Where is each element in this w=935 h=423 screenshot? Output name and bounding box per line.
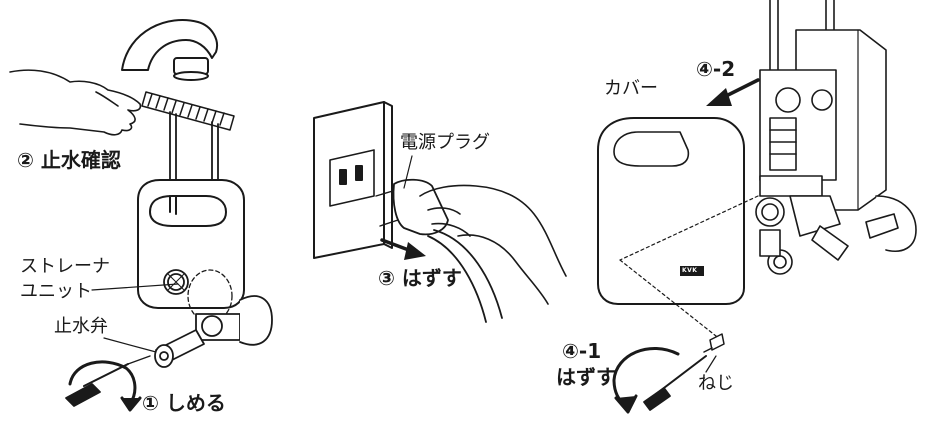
sensor-unit-body xyxy=(137,179,245,309)
screw-icon xyxy=(703,333,725,353)
stop-check-label: ② 止水確認 xyxy=(17,148,121,172)
screwdriver-icon-2 xyxy=(643,355,707,411)
hand-icon xyxy=(9,69,142,136)
water-stopped-hatch xyxy=(141,91,235,131)
power-plug-label: 電源プラグ xyxy=(400,132,490,153)
cover-label: カバー xyxy=(604,78,658,99)
cover-icon xyxy=(597,117,745,305)
leader-lines xyxy=(91,283,179,353)
screw-label: ねじ xyxy=(698,373,734,394)
unplug-label: ③ はずす xyxy=(378,266,462,290)
faucet-spout xyxy=(121,19,218,81)
valve-assembly xyxy=(154,269,273,368)
screw-label-leader xyxy=(705,355,717,373)
unplug-arrow-icon xyxy=(380,238,426,260)
brand-mark: KVK xyxy=(682,267,698,274)
power-plug-icon xyxy=(375,178,503,323)
strainer-unit-label-line1: ストレーナ xyxy=(20,256,110,277)
wall-outlet xyxy=(313,101,393,259)
dotted-guides xyxy=(619,195,759,337)
stop-valve-label: 止水弁 xyxy=(54,316,108,337)
step-4-1-label: ④-1 xyxy=(562,339,602,363)
rotate-arrow-icon-2 xyxy=(612,347,680,414)
tighten-label: ① しめる xyxy=(142,391,226,415)
rotate-arrow-icon xyxy=(68,360,142,412)
step-4-2-label: ④-2 xyxy=(696,57,736,81)
valve-mechanism xyxy=(755,0,917,275)
strainer-unit-label-line2: ユニット xyxy=(20,281,92,302)
hand-holding-plug xyxy=(419,184,567,305)
screwdriver-icon xyxy=(65,355,151,407)
plug-leader-line xyxy=(403,155,413,189)
remove-label: はずす xyxy=(556,365,616,389)
slide-arrow-icon xyxy=(706,78,760,106)
